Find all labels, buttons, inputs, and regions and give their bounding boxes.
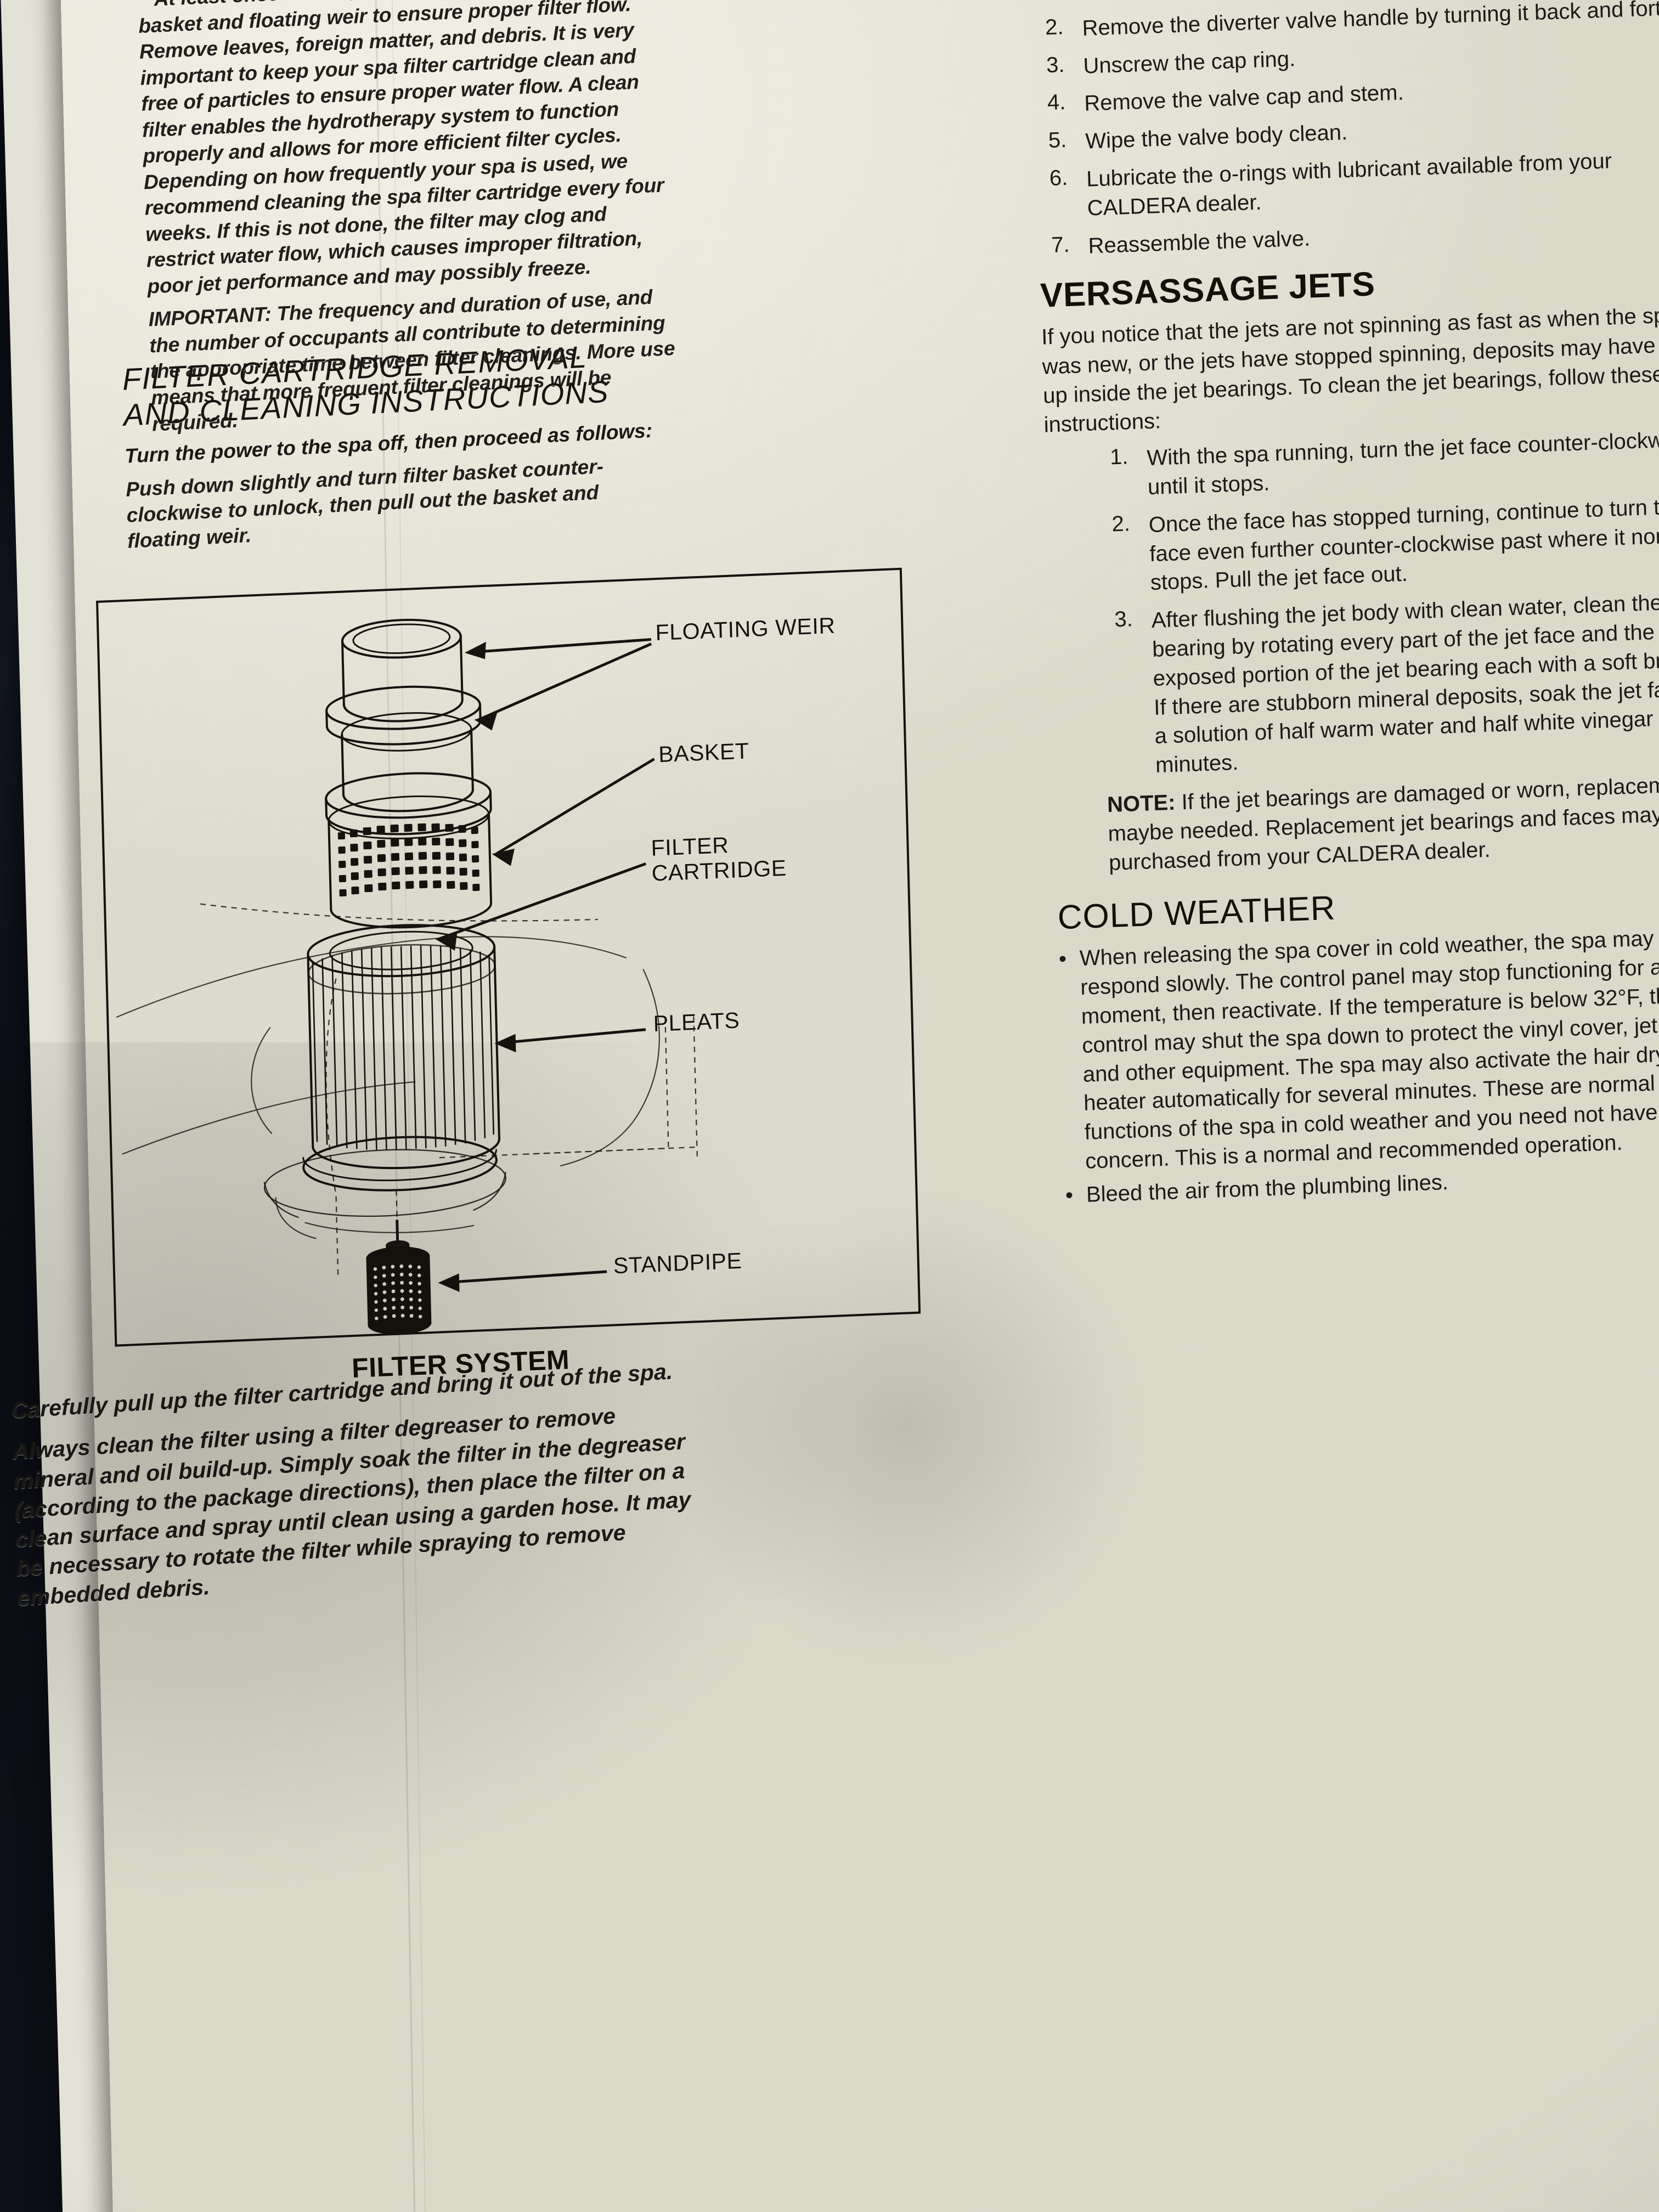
step-number: 1. [1031, 0, 1063, 7]
versassage-note: NOTE: If the jet bearings are damaged or… [1107, 769, 1659, 878]
step-text: After flushing the jet body with clean w… [1151, 590, 1659, 778]
bottom-paragraph-block: Carefully pull up the filter cartridge a… [11, 1356, 703, 1613]
step-number: 3. [1114, 607, 1133, 632]
standpipe [366, 1220, 432, 1335]
list-item: 2. Once the face has stopped turning, co… [1099, 491, 1659, 600]
label-standpipe: STANDPIPE [613, 1248, 743, 1279]
step-number: 3. [1046, 52, 1065, 77]
leader-arrows [435, 638, 655, 1292]
list-item: • When releasing the spa cover in cold w… [1058, 922, 1659, 1177]
step-number: 2. [1111, 511, 1131, 537]
note-text: If the jet bearings are damaged or worn,… [1107, 771, 1659, 876]
step-text: With the spa running, turn the jet face … [1146, 427, 1659, 500]
cold-weather-bullet-text: When releasing the spa cover in cold wea… [1079, 926, 1659, 1173]
intro-paragraph: At least once a week, check and clean th… [138, 0, 664, 298]
section-heading-block: FILTER CARTRIDGE REMOVAL AND CLEANING IN… [122, 335, 676, 555]
list-item: 3. After flushing the jet body with clea… [1102, 586, 1659, 782]
spa-wall-contours [116, 936, 660, 1239]
step-number: 2. [1045, 14, 1064, 40]
step-text: Reassemble the valve. [1088, 226, 1311, 258]
hidden-plumbing-lines [200, 903, 698, 1286]
step-number: 4. [1047, 90, 1066, 115]
note-label: NOTE: [1107, 790, 1176, 817]
step-text: Turn off power to the spa. [1081, 0, 1330, 5]
list-item: 6. Lubricate the o-rings with lubricant … [1037, 143, 1659, 224]
filter-system-drawing [116, 618, 698, 1335]
label-pleats: PLEATS [653, 1007, 740, 1036]
step-text: Unscrew the cap ring. [1082, 46, 1296, 78]
versassage-intro: If you notice that the jets are not spin… [1041, 303, 1659, 437]
filter-system-figure: FLOATING WEIR BASKET FILTER CARTRIDGE PL… [96, 567, 921, 1347]
step-number: 5. [1048, 128, 1067, 153]
label-filter-cartridge-line-1: FILTER [651, 832, 729, 861]
step-text: Remove the valve cap and stem. [1084, 80, 1404, 116]
basket-perforations [337, 823, 480, 897]
right-column: 1. Turn off power to the spa. 2. Remove … [1031, 0, 1659, 1215]
basket-removal-instruction: Push down slightly and turn filter baske… [125, 455, 604, 553]
step-text: Wipe the valve body clean. [1085, 120, 1348, 154]
important-label: IMPORTANT: [148, 303, 272, 331]
step-number: 1. [1109, 444, 1129, 470]
clean-filter-paragraph: Always clean the filter using a filter d… [12, 1403, 691, 1611]
bullet-icon: • [1065, 1183, 1074, 1208]
step-number: 7. [1051, 232, 1070, 257]
list-item: 1. With the spa running, turn the jet fa… [1097, 424, 1659, 504]
step-text: Lubricate the o-rings with lubricant ava… [1086, 149, 1612, 221]
step-number: 6. [1049, 165, 1068, 191]
label-basket: BASKET [658, 738, 750, 768]
diverter-valve-steps: 1. Turn off power to the spa. 2. Remove … [1031, 0, 1659, 262]
cartridge-pleats [312, 945, 495, 1150]
bullet-icon: • [1058, 947, 1067, 972]
step-text: Once the face has stopped turning, conti… [1148, 493, 1659, 595]
versassage-steps: 1. With the spa running, turn the jet fa… [1045, 424, 1659, 783]
